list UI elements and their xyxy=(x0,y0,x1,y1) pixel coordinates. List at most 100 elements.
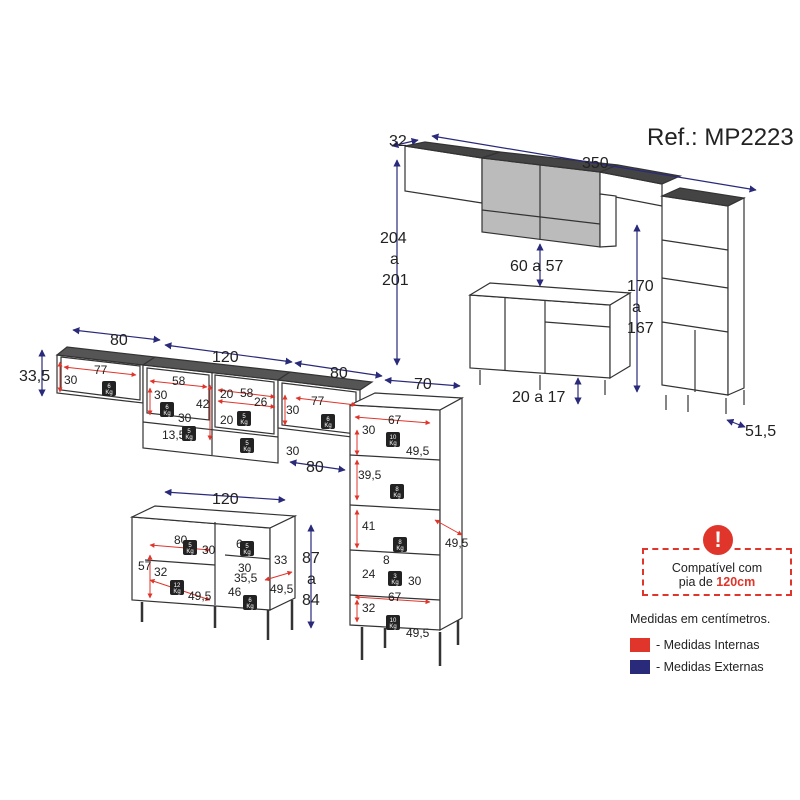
top-external-dimensions xyxy=(391,133,757,429)
weight-badge: 8Kg xyxy=(390,484,404,499)
svg-text:Kg: Kg xyxy=(396,546,403,552)
external-swatch-icon xyxy=(630,660,650,674)
weight-badge: 6Kg xyxy=(160,402,174,417)
dim-m2-30c: 30 xyxy=(286,444,300,458)
svg-text:3: 3 xyxy=(393,574,397,580)
dim-b-46: 46 xyxy=(228,585,242,599)
dim-module-120-top: 120 xyxy=(212,349,239,366)
dim-m3-30: 30 xyxy=(286,403,300,417)
svg-text:Kg: Kg xyxy=(389,441,396,447)
dim-wall-height-a: 204 xyxy=(380,230,407,247)
svg-text:6: 6 xyxy=(248,598,252,604)
weight-badge: 6Kg xyxy=(321,414,335,429)
dim-module-80-lower: 80 xyxy=(306,459,324,476)
dim-wall-height-sep: a xyxy=(390,251,399,268)
svg-text:6: 6 xyxy=(326,417,330,423)
weight-badge: 8Kg xyxy=(393,537,407,552)
dim-m2-30a: 30 xyxy=(154,388,168,402)
dim-m2-58b: 58 xyxy=(240,386,254,400)
dim-t-39-5: 39,5 xyxy=(358,468,382,482)
weight-badge: 5Kg xyxy=(183,540,197,555)
dim-m2-20a: 20 xyxy=(220,387,234,401)
dim-t-30b: 30 xyxy=(408,574,422,588)
svg-text:Kg: Kg xyxy=(393,493,400,499)
svg-text:8: 8 xyxy=(398,540,402,546)
compatibility-value: 120cm xyxy=(716,575,756,589)
dim-b-30b: 30 xyxy=(238,561,252,575)
svg-text:5: 5 xyxy=(242,414,246,420)
dim-t-30: 30 xyxy=(362,423,376,437)
svg-text:Kg: Kg xyxy=(243,550,250,556)
left-external-dimensions xyxy=(38,327,461,629)
dim-m2-30b: 30 xyxy=(178,411,192,425)
compatibility-prefix: pia de xyxy=(678,575,717,589)
weight-badge: 5Kg xyxy=(237,411,251,426)
internal-swatch-icon xyxy=(630,638,650,652)
svg-text:Kg: Kg xyxy=(324,423,331,429)
compatibility-line1: Compatível com xyxy=(671,561,763,575)
svg-text:10: 10 xyxy=(390,435,397,441)
reference-code: Ref.: MP2223 xyxy=(647,124,794,151)
dim-t-24: 24 xyxy=(362,567,376,581)
dim-m1-30: 30 xyxy=(64,373,78,387)
svg-text:Kg: Kg xyxy=(186,549,193,555)
dim-m3-77: 77 xyxy=(311,394,325,408)
svg-text:12: 12 xyxy=(174,583,181,589)
dim-b-32: 32 xyxy=(154,565,168,579)
dim-t-41: 41 xyxy=(362,519,376,533)
dim-m2-13-5: 13,5 xyxy=(162,428,186,442)
weight-badge: 6Kg xyxy=(102,381,116,396)
dim-m2-42: 42 xyxy=(196,397,210,411)
svg-text:5: 5 xyxy=(188,543,192,549)
dim-tower-height-a: 170 xyxy=(627,278,654,295)
svg-text:Kg: Kg xyxy=(163,411,170,417)
dim-base-120: 120 xyxy=(212,491,239,508)
dim-base-height-sep: a xyxy=(307,571,316,588)
dim-b-35-5: 35,5 xyxy=(234,571,258,585)
svg-text:Kg: Kg xyxy=(240,420,247,426)
dim-t-8: 8 xyxy=(383,553,390,567)
dim-tower-height-b: 167 xyxy=(627,320,654,337)
dim-m2-26: 26 xyxy=(254,395,268,409)
legend: Medidas em centímetros. - Medidas Intern… xyxy=(630,612,800,678)
weight-badge: 5Kg xyxy=(240,541,254,556)
dim-m2-58a: 58 xyxy=(172,374,186,388)
svg-text:Kg: Kg xyxy=(243,447,250,453)
svg-text:Kg: Kg xyxy=(391,580,398,586)
weight-badge: 5Kg xyxy=(240,438,254,453)
svg-text:10: 10 xyxy=(390,618,397,624)
dim-b-49-5a: 49,5 xyxy=(188,589,212,603)
dim-t-49-5b: 49,5 xyxy=(445,536,469,550)
top-kitchen-illustration xyxy=(404,141,746,414)
weight-badge: 3Kg xyxy=(388,571,402,586)
legend-internal-label: - Medidas Internas xyxy=(656,638,760,652)
svg-text:Kg: Kg xyxy=(105,390,112,396)
dim-module-70: 70 xyxy=(414,376,432,393)
weight-badge: 6Kg xyxy=(243,595,257,610)
dim-base-height-a: 87 xyxy=(302,550,320,567)
svg-text:Kg: Kg xyxy=(389,624,396,630)
tower-module-illustration xyxy=(349,392,465,666)
legend-title: Medidas em centímetros. xyxy=(630,612,771,626)
legend-external: - Medidas Externas xyxy=(630,656,800,678)
exclamation-icon: ! xyxy=(700,522,736,558)
dim-sink-gap: 60 a 57 xyxy=(510,258,563,275)
dim-base-height-b: 84 xyxy=(302,592,320,609)
dim-top-depth: 32 xyxy=(389,133,407,150)
svg-text:5: 5 xyxy=(245,441,249,447)
dim-b-33: 33 xyxy=(274,553,288,567)
svg-text:5: 5 xyxy=(187,429,191,435)
dim-t-67a: 67 xyxy=(388,413,402,427)
svg-text:8: 8 xyxy=(395,487,399,493)
dim-t-67b: 67 xyxy=(388,590,402,604)
svg-text:Kg: Kg xyxy=(246,604,253,610)
svg-text:5: 5 xyxy=(245,544,249,550)
compatibility-line2: pia de 120cm xyxy=(644,575,790,589)
dim-t-32: 32 xyxy=(362,601,376,615)
svg-text:Kg: Kg xyxy=(185,435,192,441)
dim-wall-height-b: 201 xyxy=(382,272,409,289)
